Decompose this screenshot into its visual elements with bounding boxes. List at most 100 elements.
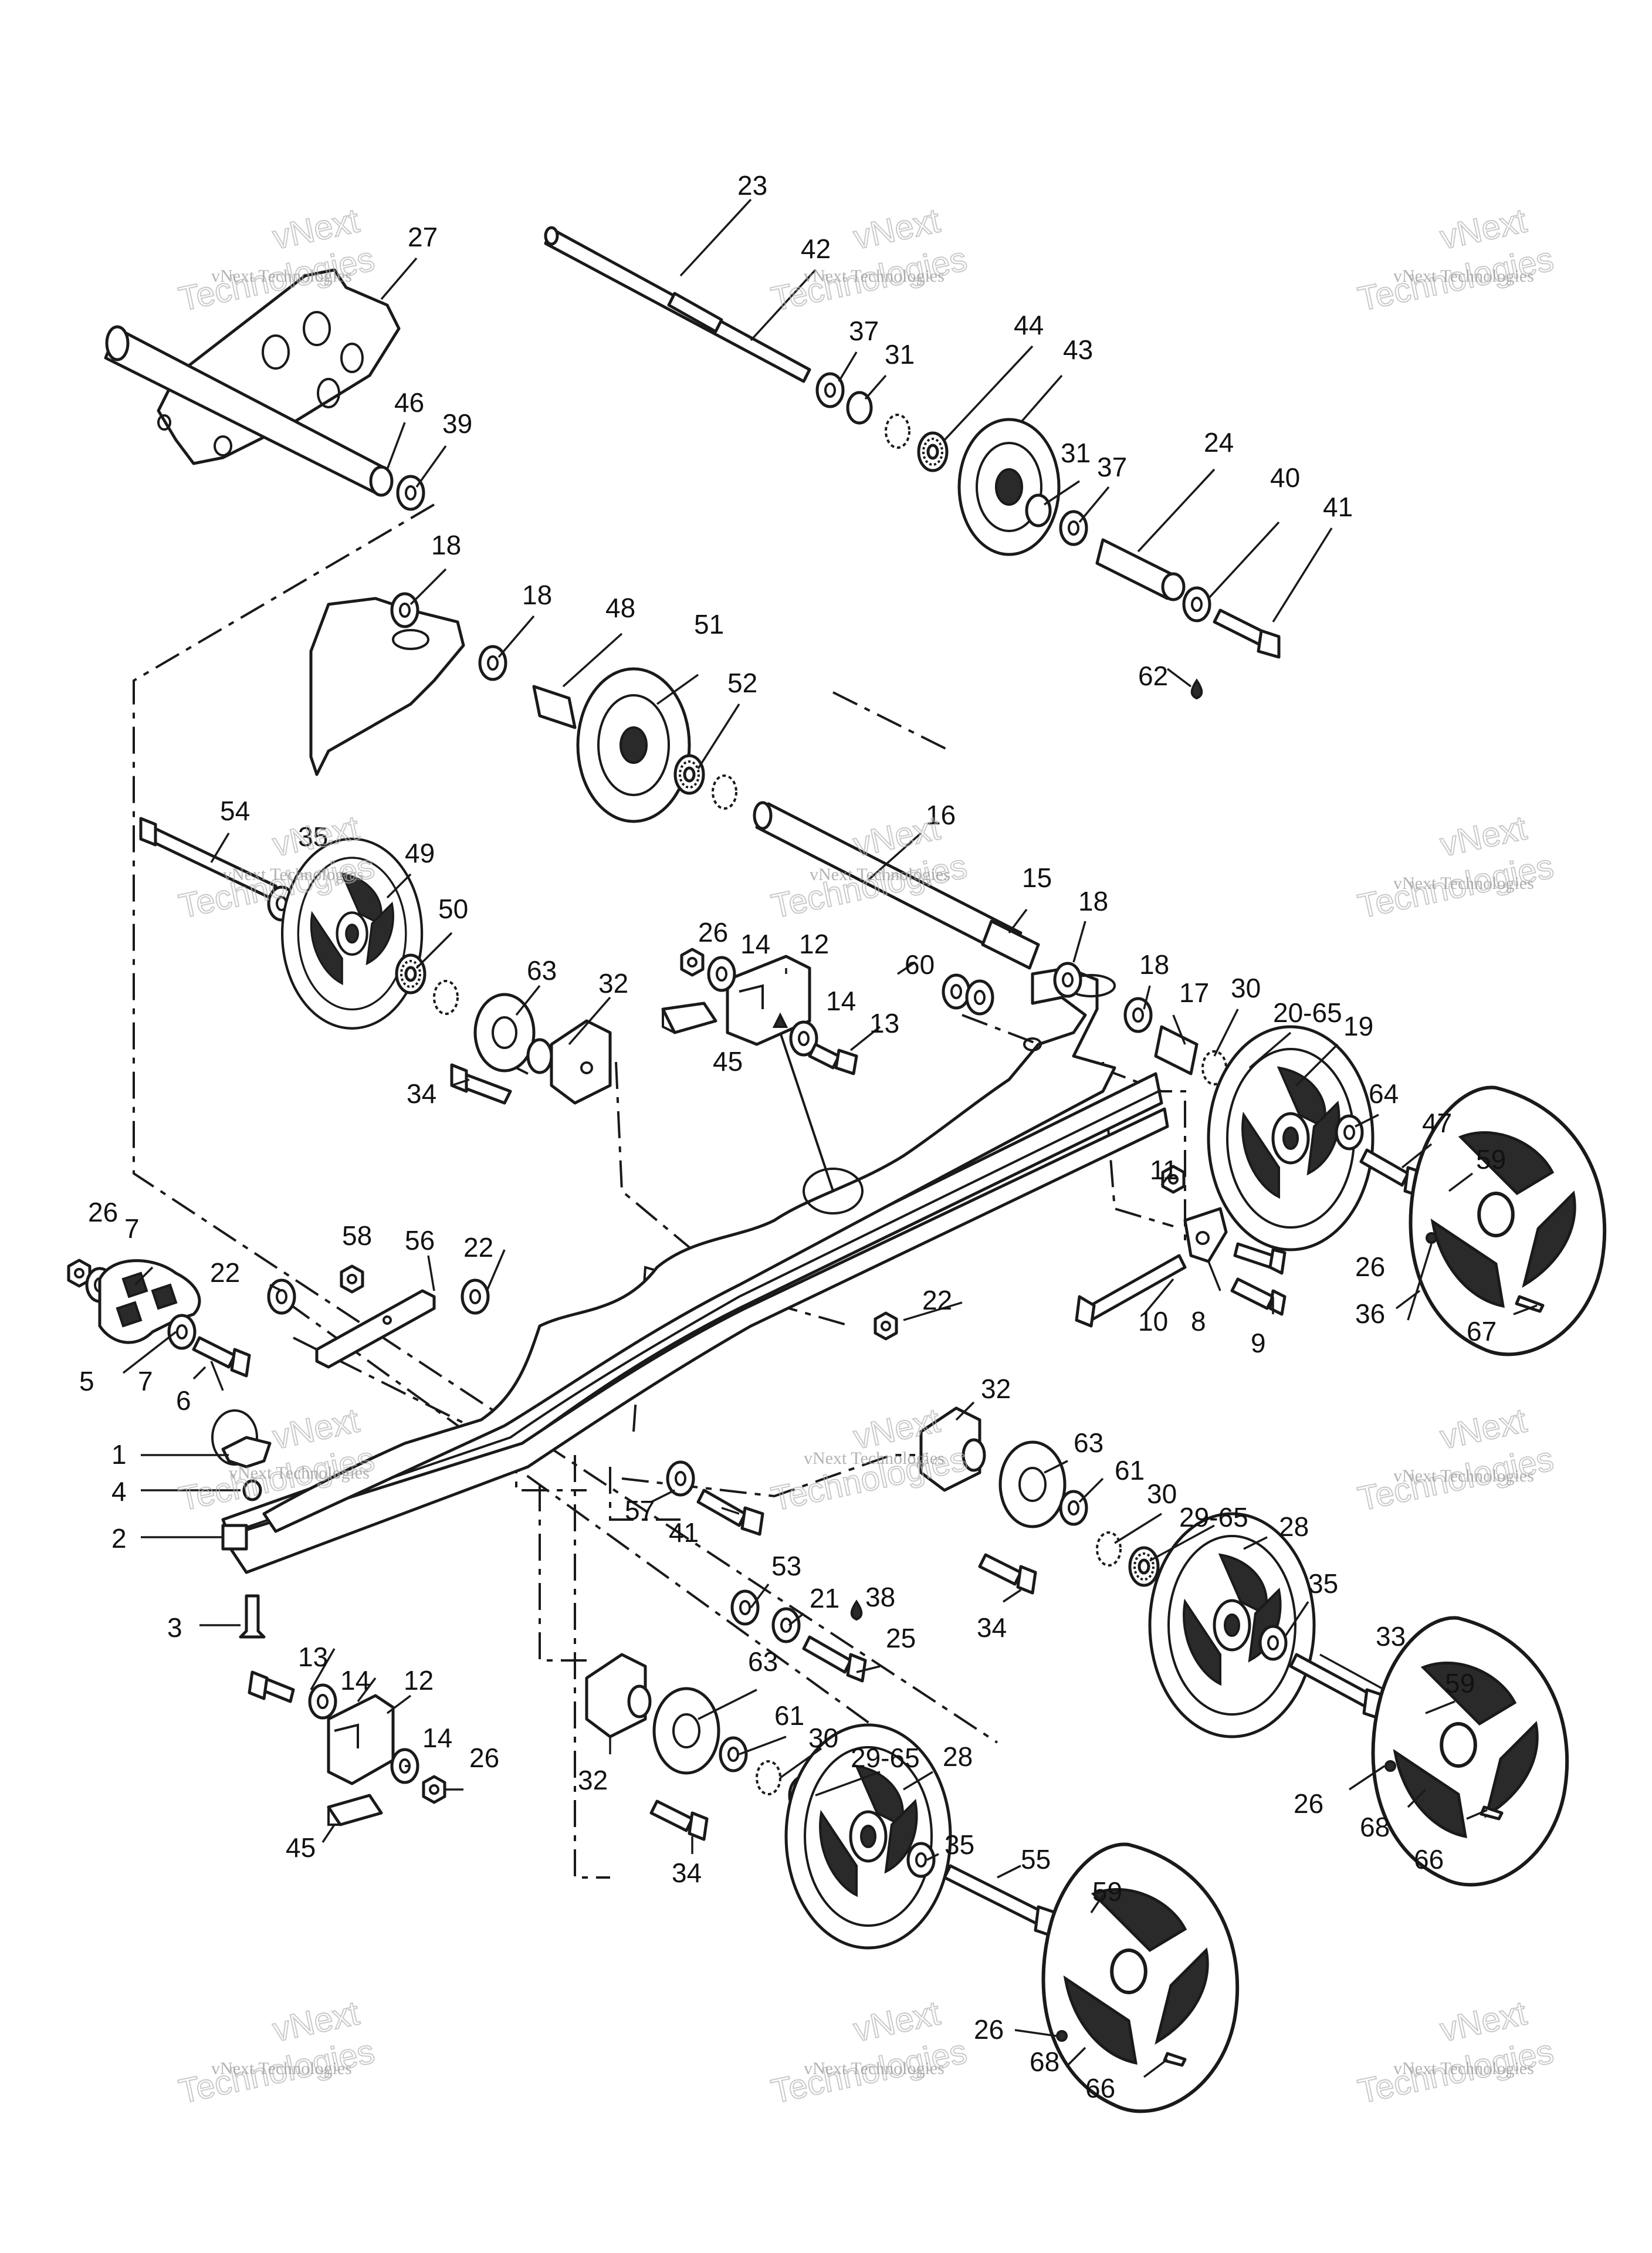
watermark: vNext Technologies vNext Technologies [767,201,971,319]
spacer-31 [846,391,873,425]
callout-44: 44 [1014,310,1044,340]
callout-10: 10 [1138,1306,1168,1337]
callout-57: 57 [625,1495,655,1525]
bolt-9b [1230,1277,1275,1310]
callout-17: 17 [1179,977,1209,1008]
washer-18b [480,647,506,679]
washer-37b [1061,512,1086,544]
callout-35-c: 35 [945,1829,974,1860]
callout-12-b: 12 [404,1665,434,1696]
callout-22-b: 22 [210,1257,240,1288]
callout-14-d: 14 [422,1723,452,1753]
spacer-48 [532,685,577,729]
callout-31: 31 [885,339,915,370]
magnify-circle-front [211,1409,258,1466]
washer-22b [462,1280,488,1313]
callout-4: 4 [111,1476,127,1507]
callout-52: 52 [727,668,757,698]
callout-66-b: 66 [1085,2073,1115,2103]
callout-9: 9 [1251,1328,1266,1358]
callout-26: 26 [698,917,728,948]
runner-2 [221,1524,248,1551]
callout-29-65-b: 29-65 [851,1743,920,1773]
callout-28: 28 [1279,1511,1309,1542]
callout-18-c: 18 [1078,886,1108,916]
bolt-34b [978,1553,1023,1586]
watermark: vNext Technologies vNext Technologies [1354,1400,1558,1518]
bearing-50 [397,955,425,993]
callout-34-c: 34 [672,1858,702,1888]
callout-5: 5 [79,1366,94,1396]
callout-1: 1 [111,1439,127,1470]
cushion-12a [726,955,811,1046]
callout-37-b: 37 [1097,452,1127,482]
callout-8: 8 [1191,1306,1206,1337]
assembly-line [574,1455,610,1879]
nut-26d [424,1777,445,1802]
callout-26-f: 26 [974,2014,1004,2045]
callout-18-d: 18 [1139,949,1169,980]
callout-14-c: 14 [340,1665,370,1696]
block-45a [661,1002,717,1034]
block-45b [327,1794,383,1826]
svg-text:vNext Technologies: vNext Technologies [810,865,950,884]
svg-text:vNext Technologies: vNext Technologies [229,1463,370,1483]
callout-59: 59 [1476,1144,1506,1175]
svg-text:vNext Technologies: vNext Technologies [804,2059,945,2078]
svg-text:vNext Technologies: vNext Technologies [1393,874,1534,893]
bolt-34c [649,1799,694,1832]
callout-63-b: 63 [1074,1427,1103,1458]
magnify-circle [803,1168,864,1215]
bolt-10 [1084,1254,1187,1322]
washer-60a [943,975,969,1008]
stopper-5 [98,1259,201,1344]
callout-66: 66 [1414,1844,1444,1875]
watermark: vNext Technologies vNext Technologies [1354,201,1558,319]
watermark: vNext Technologies vNext Technologies [1354,1993,1558,2111]
washer-61a [1061,1491,1086,1524]
leader-lines [122,198,1538,2078]
callout-49: 49 [405,838,435,868]
callout-51: 51 [694,609,724,640]
callout-26-c: 26 [1355,1251,1385,1282]
washer-18d [1125,999,1151,1031]
callout-33: 33 [1376,1621,1406,1652]
callout-68: 68 [1360,1812,1390,1842]
callout-28-b: 28 [943,1741,973,1772]
callout-56: 56 [405,1225,435,1256]
magnify-arrow [779,1032,834,1192]
washer-61b [720,1738,746,1771]
callout-22: 22 [463,1232,493,1263]
callout-60: 60 [905,949,935,980]
washer-40 [1184,588,1210,621]
callout-46: 46 [394,387,424,418]
svg-text:vNext Technologies: vNext Technologies [223,865,364,884]
wheel-cover-68b [1044,1845,1238,2112]
callout-40: 40 [1270,462,1300,493]
callout-14: 14 [740,929,770,959]
callout-32: 32 [598,968,628,999]
callout-7-b: 7 [138,1366,153,1396]
spacer-15 [981,919,1040,970]
callout-38: 38 [865,1582,895,1612]
bolt-25 [802,1635,852,1674]
insert-4 [242,1479,262,1501]
spacer-17 [1154,1025,1199,1075]
callout-13: 13 [869,1008,899,1038]
svg-text:vNext Technologies: vNext Technologies [1393,266,1534,286]
callout-55: 55 [1021,1844,1051,1875]
callout-23: 23 [737,170,767,201]
svg-text:vNext Technologies: vNext Technologies [1393,2059,1534,2078]
callout-20-65: 20-65 [1273,997,1342,1028]
spacer-63c [652,1687,720,1775]
callout-18-b: 18 [522,580,552,610]
callout-30-c: 30 [808,1723,838,1753]
callout-13-b: 13 [298,1642,328,1672]
axle-block-32b [919,1406,986,1492]
callout-26-d: 26 [469,1743,499,1773]
svg-text:vNext Technologies: vNext Technologies [1393,1466,1534,1486]
callout-62: 62 [1138,661,1168,691]
bearing-44 [919,433,947,471]
axle-block-32c [585,1653,652,1738]
